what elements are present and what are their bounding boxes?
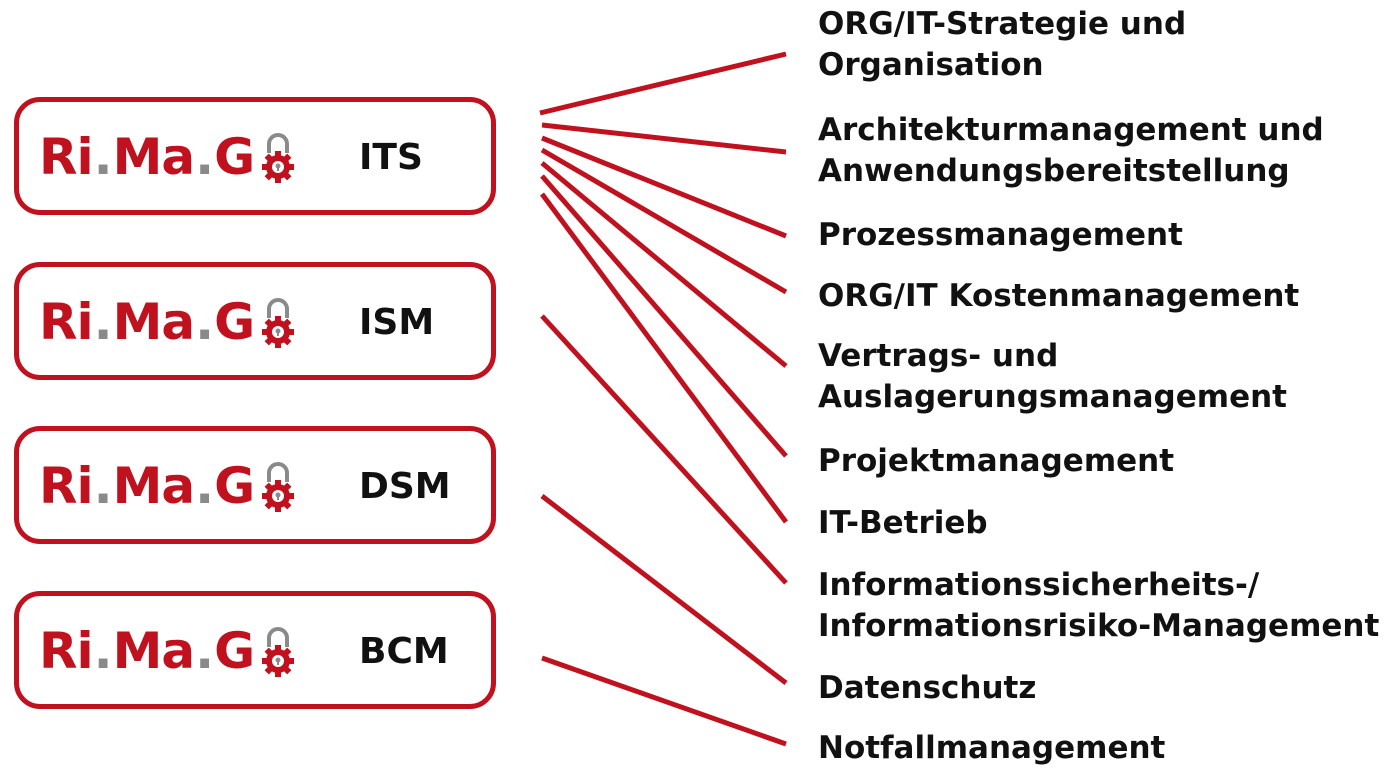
topic-vertragsmanagement: Vertrags- und Auslagerungsmanagement xyxy=(818,336,1287,418)
topic-line: ORG/IT-Strategie und xyxy=(818,6,1187,42)
topic-line: Organisation xyxy=(818,47,1044,83)
logo-dot: . xyxy=(195,457,214,515)
module-box-dsm: Ri.Ma.G DSM xyxy=(14,426,496,544)
connector-its-prozessmanagement xyxy=(541,135,787,239)
logo-text-ri: Ri xyxy=(39,293,94,351)
rimago-logo: Ri.Ma.G xyxy=(39,620,298,682)
padlock-gear-icon xyxy=(262,133,295,183)
padlock-gear-icon xyxy=(262,298,295,348)
logo-text-ri: Ri xyxy=(39,457,94,515)
module-code-dsm: DSM xyxy=(359,466,451,507)
logo-dot: . xyxy=(93,128,113,186)
topic-line: IT-Betrieb xyxy=(818,505,988,541)
topic-line: ORG/IT Kostenmanagement xyxy=(818,278,1300,314)
connector-its-vertragsmanagement xyxy=(540,161,788,368)
topic-line: Prozessmanagement xyxy=(818,217,1183,253)
topic-prozessmanagement: Prozessmanagement xyxy=(818,215,1183,256)
module-code-bcm: BCM xyxy=(359,631,449,672)
topic-informationssicherheit: Informationssicherheits-/ Informationsri… xyxy=(818,565,1379,647)
connector-its-architekturmanagement xyxy=(541,122,787,155)
logo-text-ma: Ma xyxy=(112,128,195,186)
topic-it-betrieb: IT-Betrieb xyxy=(818,503,988,544)
module-box-ism: Ri.Ma.G ISM xyxy=(14,262,496,380)
logo-text-ma: Ma xyxy=(112,457,195,515)
topic-line: Datenschutz xyxy=(818,670,1037,706)
logo-text-g: G xyxy=(214,457,255,515)
rimago-logo: Ri.Ma.G xyxy=(39,291,298,353)
topic-org-it-strategie: ORG/IT-Strategie und Organisation xyxy=(818,4,1186,86)
rimago-logo: Ri.Ma.G xyxy=(39,126,298,188)
module-box-bcm: Ri.Ma.G BCM xyxy=(14,591,496,709)
topic-datenschutz: Datenschutz xyxy=(818,668,1036,709)
module-box-its: Ri.Ma.G ITS xyxy=(14,97,496,215)
logo-text-ma: Ma xyxy=(112,622,195,680)
topic-line: Architekturmanagement und xyxy=(818,112,1324,148)
topic-projektmanagement: Projektmanagement xyxy=(818,441,1174,482)
connector-dsm-datenschutz xyxy=(540,494,788,685)
rimago-logo: Ri.Ma.G xyxy=(39,455,298,517)
logo-dot: . xyxy=(93,293,113,351)
logo-text-g: G xyxy=(214,128,255,186)
topic-line: Informationsrisiko-Management xyxy=(818,608,1380,644)
module-code-ism: ISM xyxy=(359,302,435,343)
topic-notfallmanagement: Notfallmanagement xyxy=(818,728,1165,769)
connector-ism-informationssicherheit xyxy=(540,314,788,585)
logo-text-g: G xyxy=(214,293,255,351)
topic-architekturmanagement: Architekturmanagement und Anwendungsbere… xyxy=(818,110,1324,192)
logo-dot: . xyxy=(195,128,214,186)
connector-its-it-betrieb xyxy=(539,192,789,524)
logo-dot: . xyxy=(195,293,214,351)
connector-bcm-notfallmanagement xyxy=(541,655,787,747)
padlock-gear-icon xyxy=(262,627,295,677)
topic-kostenmanagement: ORG/IT Kostenmanagement xyxy=(818,276,1299,317)
logo-dot: . xyxy=(93,622,113,680)
logo-text-ri: Ri xyxy=(39,622,94,680)
logo-dot: . xyxy=(93,457,113,515)
connector-its-org-it-strategie xyxy=(539,51,787,116)
topic-line: Auslagerungsmanagement xyxy=(818,379,1287,415)
topic-line: Notfallmanagement xyxy=(818,730,1166,766)
connector-its-kostenmanagement xyxy=(540,147,788,295)
logo-text-ma: Ma xyxy=(112,293,195,351)
topic-line: Projektmanagement xyxy=(818,443,1175,479)
topic-line: Informationssicherheits-/ xyxy=(818,567,1260,603)
topic-line: Vertrags- und xyxy=(818,338,1059,374)
padlock-gear-icon xyxy=(262,462,295,512)
connector-its-projektmanagement xyxy=(540,174,788,458)
module-code-its: ITS xyxy=(359,137,423,178)
logo-dot: . xyxy=(195,622,214,680)
logo-text-ri: Ri xyxy=(39,128,94,186)
topic-line: Anwendungsbereitstellung xyxy=(818,153,1290,189)
logo-text-g: G xyxy=(214,622,255,680)
